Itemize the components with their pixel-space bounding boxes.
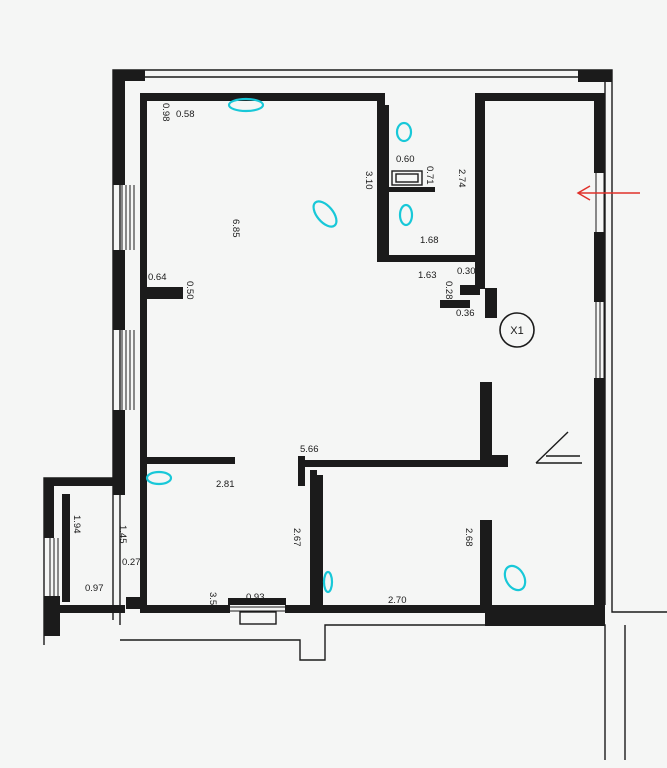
dim-label: 0.36 <box>456 308 475 319</box>
dim-label: 0.97 <box>85 583 104 594</box>
dim-label: 0.50 <box>184 281 195 300</box>
dim-label: 0.60 <box>396 154 415 165</box>
room-marker-label: X1 <box>510 325 523 337</box>
dim-label: 2.70 <box>388 595 407 606</box>
fixtures <box>145 97 527 594</box>
dim-label: 6.85 <box>230 219 241 238</box>
bathtub <box>391 170 423 186</box>
room-marker: X1 <box>499 312 535 348</box>
dim-label: 3.5 <box>207 592 218 605</box>
windows <box>49 173 605 625</box>
dim-label: 0.30 <box>457 266 476 277</box>
dim-label: 0.71 <box>424 166 435 185</box>
dim-label: 1.63 <box>418 270 437 281</box>
dimension-labels: 0.98 0.58 0.60 3.10 0.71 2.74 6.85 1.68 … <box>71 103 476 606</box>
dim-label: 0.27 <box>122 557 141 568</box>
dim-label: 5.66 <box>300 444 319 455</box>
dim-label: 1.94 <box>71 515 82 534</box>
walls <box>44 70 612 636</box>
dim-label: 1.68 <box>420 235 439 246</box>
dim-label: 2.81 <box>216 479 235 490</box>
dim-label: 0.28 <box>443 281 454 300</box>
dim-label: 2.74 <box>456 169 467 188</box>
dim-label: 1.45 <box>117 525 128 544</box>
dim-label: 3.10 <box>363 171 374 190</box>
dim-label: 0.64 <box>148 272 167 283</box>
entrance-door <box>535 431 582 464</box>
dim-label: 2.68 <box>463 528 474 547</box>
entrance-arrow-icon <box>576 185 640 201</box>
dim-label: 0.98 <box>160 103 171 122</box>
dim-label: 0.93 <box>246 592 265 603</box>
outer-frame-lines <box>43 69 667 760</box>
dim-label: 2.67 <box>291 528 302 547</box>
dim-label: 0.58 <box>176 109 195 120</box>
